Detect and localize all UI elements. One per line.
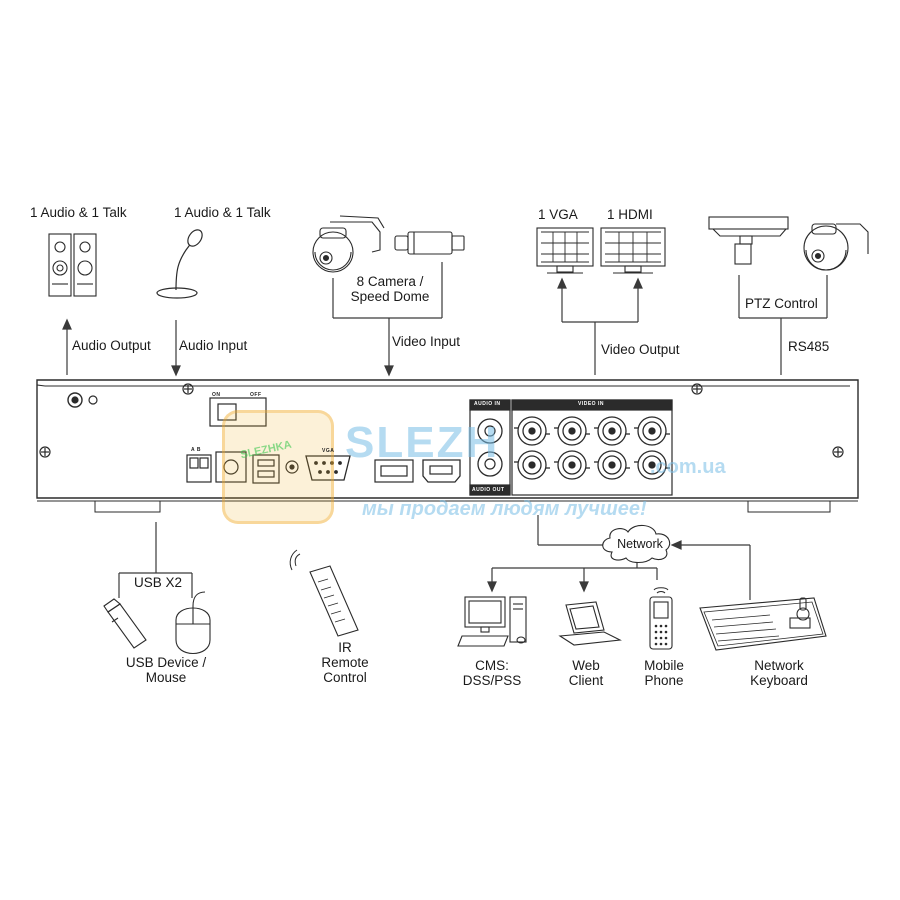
speaker-label: 1 Audio & 1 Talk [30, 205, 127, 220]
cms-label-line1: CMS: [475, 658, 509, 673]
audio-input-label: Audio Input [179, 338, 248, 353]
ptz-dome-camera-icon [803, 223, 869, 271]
watermark-badge [222, 410, 334, 524]
dvr-rear-panel [36, 379, 859, 513]
web-client-label-line1: Web [572, 658, 600, 673]
usb-x2-label: USB X2 [134, 575, 183, 590]
ir-remote-label-line1: IR [338, 640, 352, 655]
bnc-connectors [514, 416, 670, 480]
panel-vga-label: VGA [322, 448, 335, 454]
watermark-slogan: мы продаем людям лучшее! [362, 498, 647, 520]
laptop-icon [558, 601, 622, 646]
bnc-video-input-6 [554, 450, 590, 480]
speed-dome-camera-icon [312, 215, 385, 273]
panel-off-label: OFF [250, 392, 262, 398]
panel-audio-in-label: AUDIO IN [474, 401, 501, 407]
rs485-label: RS485 [788, 339, 830, 354]
vga-monitor-icon [536, 227, 594, 274]
camera-label-line1: 8 Camera / [356, 274, 424, 289]
network-keyboard-icon [699, 597, 827, 651]
bnc-video-input-8 [634, 450, 670, 480]
desktop-computer-icon [457, 596, 527, 647]
usb-stick-icon [103, 598, 147, 649]
bnc-video-input-5 [514, 450, 550, 480]
camera-label-line2: Speed Dome [350, 289, 430, 304]
network-keyboard-label-line2: Keyboard [750, 673, 808, 688]
mobile-phone-label-line1: Mobile [644, 658, 684, 673]
panel-on-label: ON [212, 392, 221, 398]
speaker-icon [48, 233, 97, 297]
network-label: Network [617, 537, 663, 551]
ptz-mount-icon [708, 216, 789, 265]
ir-remote-icon [289, 549, 359, 637]
ir-remote-label-line3: Control [323, 670, 367, 685]
panel-video-in-label: VIDEO IN [578, 401, 604, 407]
ptz-control-label: PTZ Control [745, 296, 818, 311]
microphone-label: 1 Audio & 1 Talk [174, 205, 271, 220]
network-keyboard-label-line1: Network [754, 658, 804, 673]
bnc-video-input-4 [634, 416, 670, 446]
microphone-icon [156, 229, 203, 299]
hdmi-label: 1 HDMI [607, 207, 653, 222]
ir-remote-label-line2: Remote [321, 655, 369, 670]
mobile-phone-label-line2: Phone [644, 673, 684, 688]
web-client-label-line2: Client [568, 673, 604, 688]
network-cloud-icon [602, 524, 671, 564]
connector-lines [62, 262, 828, 600]
bnc-video-input-3 [594, 416, 630, 446]
video-input-label: Video Input [392, 334, 461, 349]
box-camera-icon [394, 231, 465, 255]
watermark-brand: SLEZH [345, 418, 500, 467]
bnc-video-input-1 [514, 416, 550, 446]
usb-device-label-line1: USB Device / [125, 655, 207, 670]
vga-label: 1 VGA [538, 207, 578, 222]
audio-output-label: Audio Output [72, 338, 151, 353]
mouse-icon [175, 591, 211, 654]
hdmi-monitor-icon [600, 227, 666, 274]
bnc-video-input-7 [594, 450, 630, 480]
video-output-label: Video Output [601, 342, 680, 357]
panel-ab-label: A B [191, 447, 201, 453]
bnc-video-input-2 [554, 416, 590, 446]
usb-device-label-line2: Mouse [145, 670, 187, 685]
panel-audio-out-label: AUDIO OUT [472, 487, 505, 493]
watermark-domain: .com.ua [650, 456, 726, 478]
mobile-phone-icon [649, 587, 673, 650]
cms-label-line2: DSS/PSS [462, 673, 522, 688]
